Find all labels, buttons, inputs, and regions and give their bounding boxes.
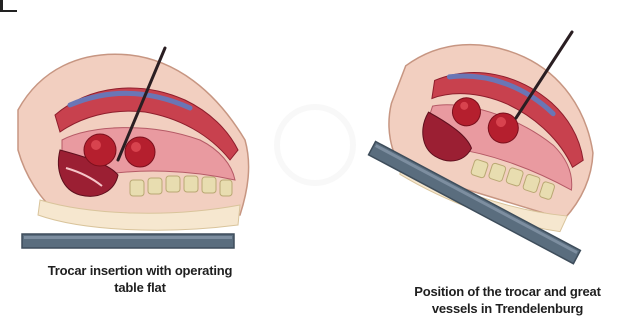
caption-trendelenburg: Position of the trocar and great vessels…	[370, 283, 629, 317]
caption-flat: Trocar insertion with operating table fl…	[20, 262, 260, 296]
great-vessel-left	[84, 134, 116, 166]
anatomy-illustration-flat	[0, 0, 300, 262]
anatomy-illustration-trendelenburg	[330, 0, 629, 280]
caption-trendelenburg-line1: Position of the trocar and great	[370, 283, 629, 300]
caption-flat-line2: table flat	[20, 279, 260, 296]
great-vessel-right	[125, 137, 155, 167]
caption-trendelenburg-line2: vessels in Trendelenburg	[370, 300, 629, 317]
panel-trocar-flat: Trocar insertion with operating table fl…	[0, 0, 300, 328]
panel-trendelenburg: Position of the trocar and great vessels…	[330, 0, 629, 328]
caption-flat-line1: Trocar insertion with operating	[20, 262, 260, 279]
